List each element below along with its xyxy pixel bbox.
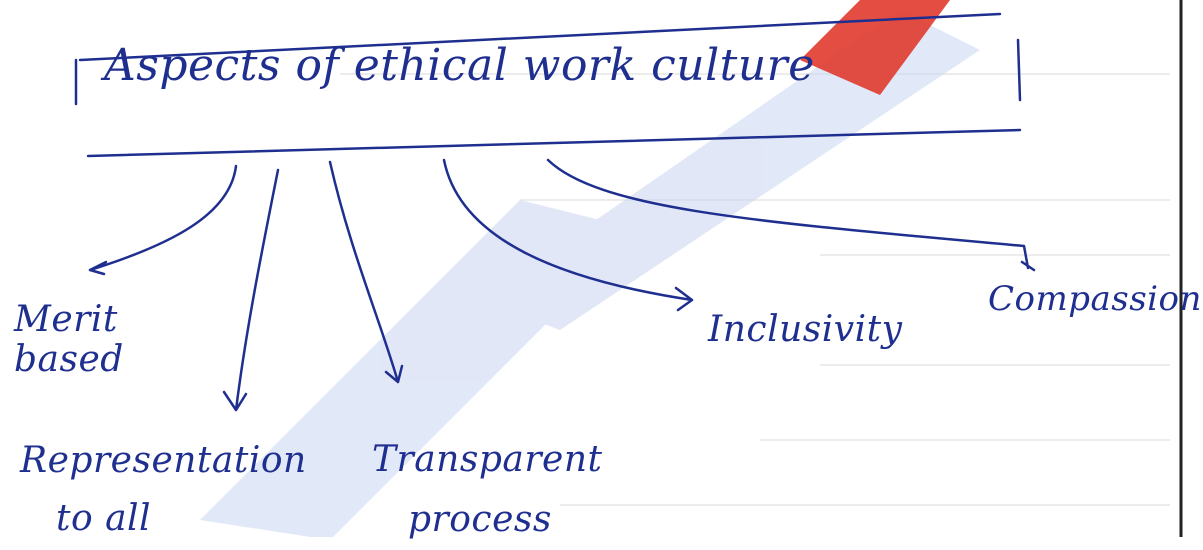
diagram-canvas (74, 0, 1183, 537)
notebook-page: Aspects of ethical work culture Merit ba… (14, 0, 1202, 540)
branch-label-line: Representation (20, 440, 307, 481)
branch-compassion: Compassion (988, 279, 1202, 319)
branch-merit-based: Merit based (14, 300, 124, 380)
arrow-to-inclusivity (442, 158, 694, 312)
branch-label-line: Merit (14, 299, 118, 340)
watermark-red-mark (800, 0, 950, 95)
branch-inclusivity: Inclusivity (708, 309, 903, 350)
arrow-to-compassion (546, 158, 1036, 272)
root-box (74, 12, 1022, 158)
branch-label-line: Transparent (372, 439, 603, 480)
watermark (200, 10, 980, 537)
branch-transparent-process: Transparent process (372, 430, 603, 550)
branch-label-line: process (408, 499, 552, 540)
arrow-to-merit (88, 164, 238, 276)
branch-label-line: to all (56, 498, 152, 539)
root-node-label: Aspects of ethical work culture (104, 40, 815, 91)
arrow-to-representation (222, 168, 280, 412)
branch-label-line: based (14, 339, 124, 380)
branch-representation: Representation to all (20, 432, 307, 548)
arrow-to-transparent (328, 160, 404, 384)
